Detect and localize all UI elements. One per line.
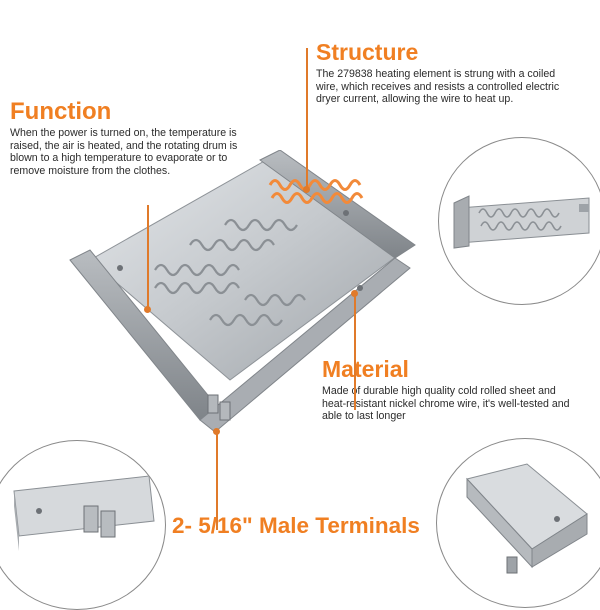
terminal xyxy=(207,394,219,414)
tray-front-rail xyxy=(199,257,411,433)
terminals-heading: 2- 5/16" Male Terminals xyxy=(172,513,420,538)
material-description: Made of durable high quality cold rolled… xyxy=(322,385,570,422)
terminals-callout-line xyxy=(216,432,218,530)
structure-callout-dot xyxy=(303,186,310,193)
tray-right-wall xyxy=(259,150,416,259)
terminal-closeup-image xyxy=(13,475,155,551)
material-callout-dot xyxy=(351,290,358,297)
coil-row-1 xyxy=(154,263,240,295)
highlighted-coil xyxy=(268,179,364,204)
tray-base xyxy=(89,154,406,381)
function-callout-line xyxy=(147,205,149,308)
terminal xyxy=(219,401,231,421)
function-callout-dot xyxy=(144,306,151,313)
coil-row-2 xyxy=(189,238,283,327)
material-heading: Material xyxy=(322,356,409,382)
end-view-image xyxy=(453,195,590,249)
function-description: When the power is turned on, the tempera… xyxy=(10,127,238,177)
bracket-closeup-image xyxy=(466,463,588,574)
terminal-zoom xyxy=(0,440,166,610)
structure-heading: Structure xyxy=(316,39,419,65)
heating-element-image xyxy=(69,150,416,433)
end-view-zoom xyxy=(438,137,600,305)
structure-description: The 279838 heating element is strung wit… xyxy=(316,68,560,105)
coil-row-3 xyxy=(224,218,306,307)
function-heading: Function xyxy=(10,98,112,125)
terminals-callout-dot xyxy=(213,428,220,435)
bracket-zoom xyxy=(436,438,600,608)
structure-callout-line xyxy=(306,48,308,188)
material-callout-line xyxy=(354,294,356,410)
